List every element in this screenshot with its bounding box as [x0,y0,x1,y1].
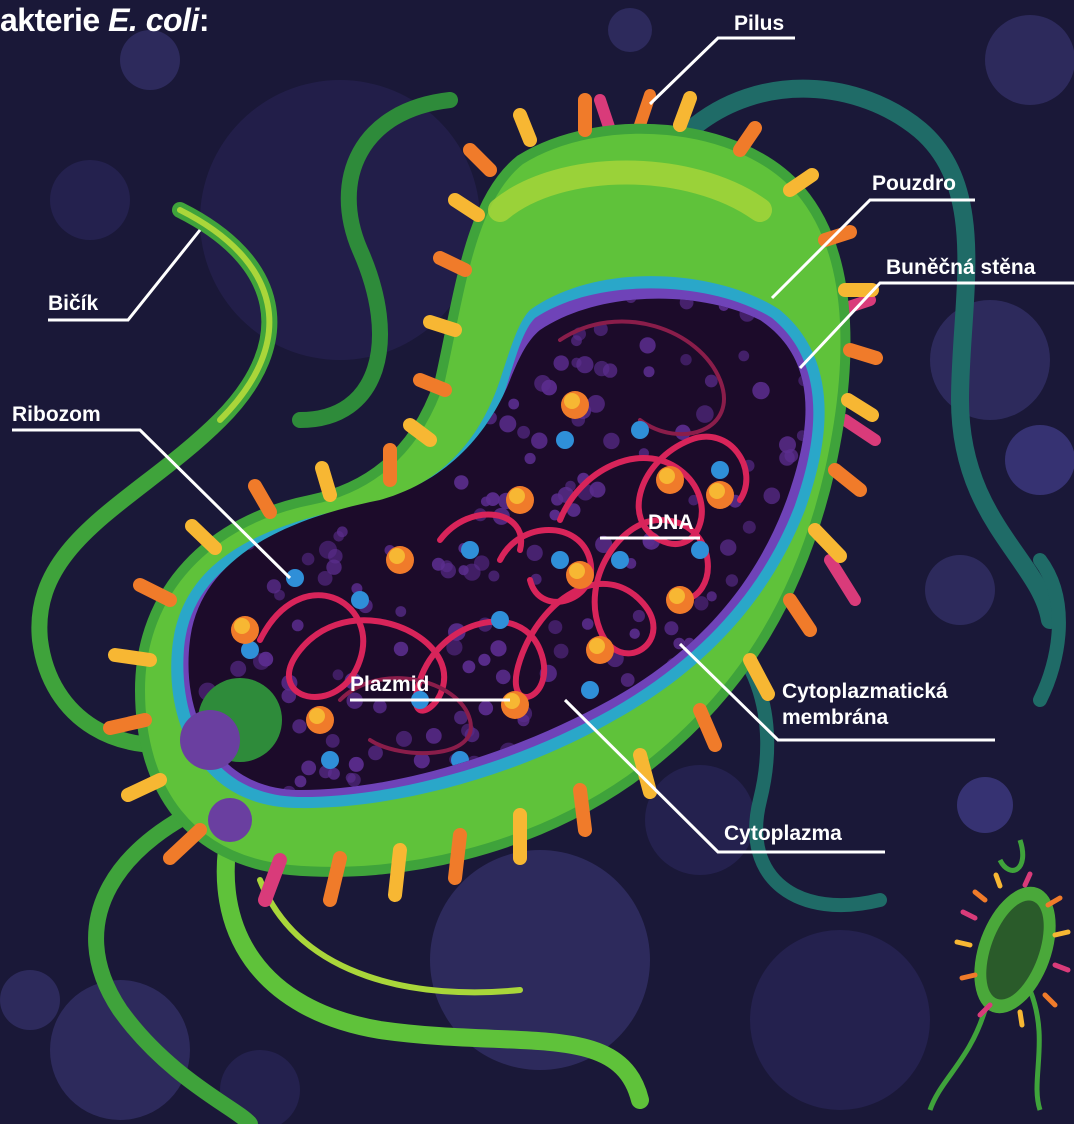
pilus-strand [420,380,445,390]
pilus-strand [835,470,860,490]
ribosome-dot [556,431,574,449]
pilus-strand [110,720,145,728]
ribosome-dot [491,611,509,629]
label-pilus: Pilus [734,12,784,36]
pilus-strand [395,850,400,895]
pilus-strand [115,655,150,660]
label-dna: DNA [648,511,694,535]
label-bicik: Bičík [48,292,98,316]
ribosome-dot [581,681,599,699]
ribosome-dot [631,421,649,439]
ribosome-dot [461,541,479,559]
pilus-strand [330,858,340,900]
label-bunecna-stena: Buněčná stěna [886,256,1035,280]
label-cytoplazmaticka-line1: Cytoplazmatická [782,680,948,704]
pilus-strand [170,830,200,858]
pilus-strand [128,780,160,795]
label-pouzdro: Pouzdro [872,172,956,196]
label-ribozom: Ribozom [12,403,101,427]
label-plazmid: Plazmid [350,673,429,697]
title-suffix: : [199,2,209,38]
page-title: akterie E. coli: [0,2,209,39]
label-cytoplazma: Cytoplazma [724,822,842,846]
small-bacterium [930,840,1071,1110]
ribosome-dot [711,461,729,479]
pilus-strand [322,468,330,495]
ribosome-dot [321,751,339,769]
pilus-strand [255,486,270,512]
pilus-strand [640,755,650,792]
label-cytoplazmaticka-line2: membrána [782,706,888,730]
pilus-strand [520,115,530,140]
pilus-strand [848,400,872,415]
pilus-strand [815,530,840,556]
pilus-strand [192,526,215,548]
pilus-strand [455,835,460,878]
ribosome-dot [351,591,369,609]
title-prefix: akterie [0,2,108,38]
pilus-strand [790,600,810,630]
pilus-strand [470,150,490,170]
pilus-strand [680,98,690,125]
ribosome-dot [611,551,629,569]
pilus-strand [850,350,876,358]
ribosome-dot [551,551,569,569]
pilus-strand [580,790,585,830]
pilus-strand [700,710,715,745]
title-species: E. coli [108,2,199,38]
pilus-strand [430,322,455,330]
ribosome-dot [691,541,709,559]
pilus-strand [740,128,755,150]
